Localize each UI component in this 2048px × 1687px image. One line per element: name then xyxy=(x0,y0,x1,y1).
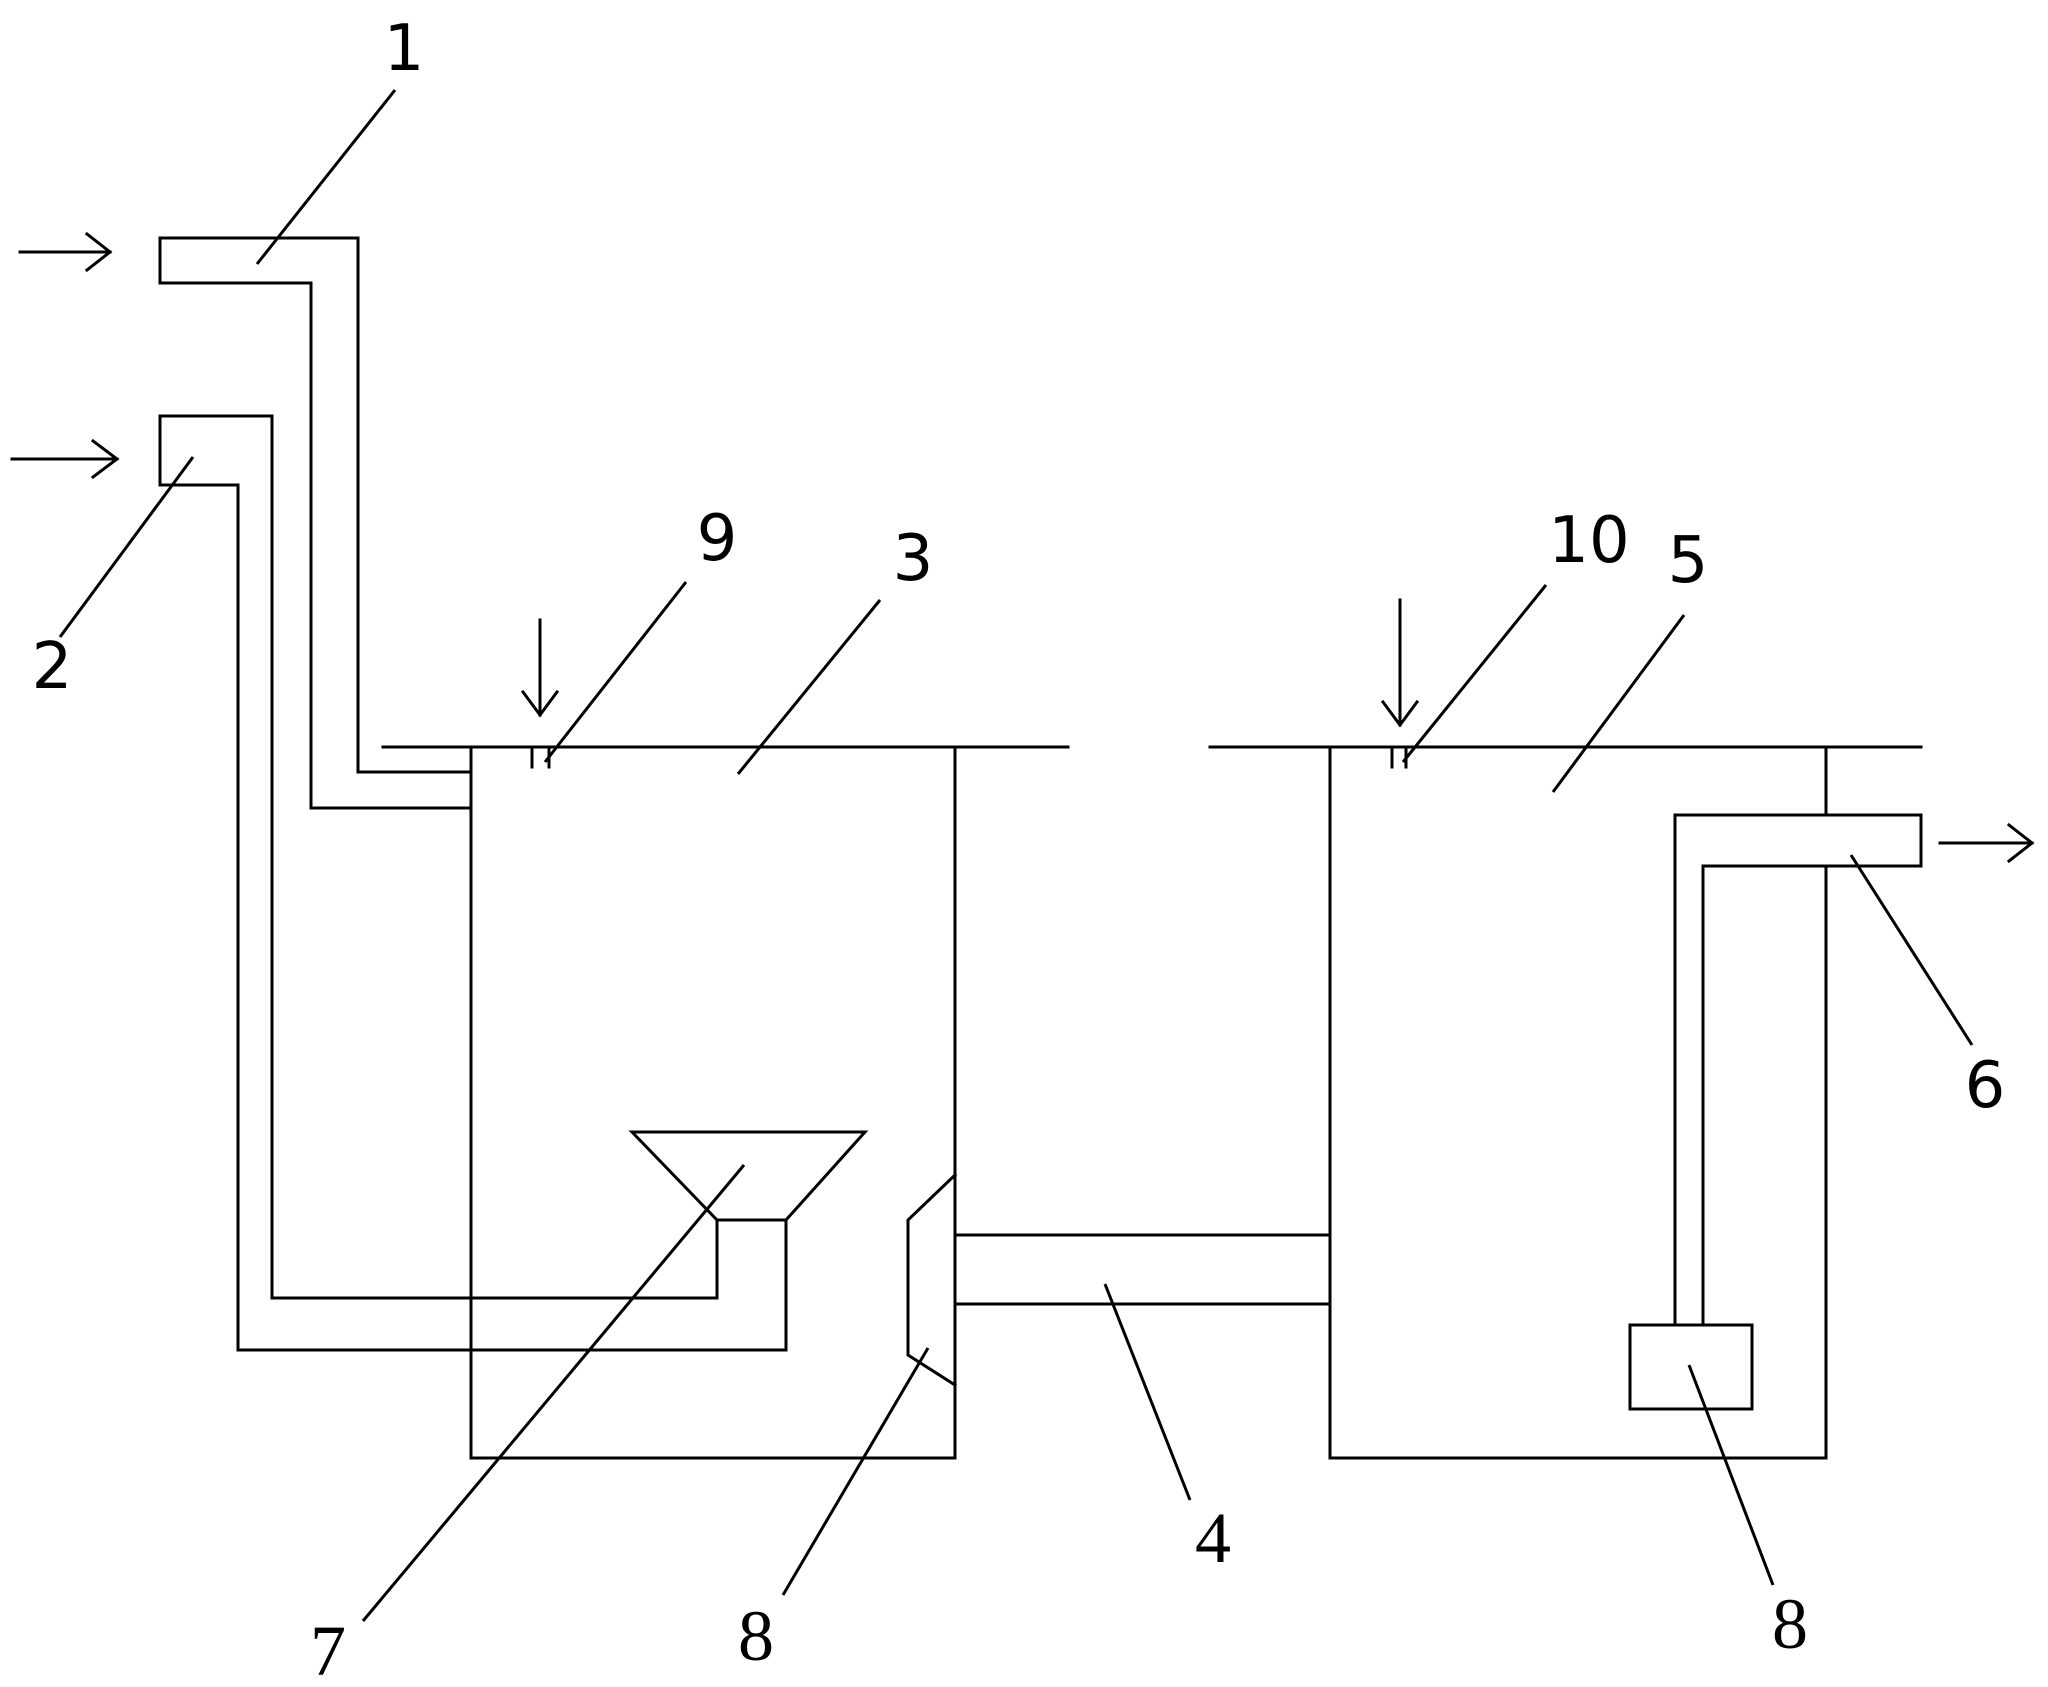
leader-9 xyxy=(543,581,688,763)
pump-8-right xyxy=(1628,1323,1754,1411)
tank-5 xyxy=(1208,745,1923,1460)
leader-8b xyxy=(1687,1364,1775,1586)
label-1: 1 xyxy=(384,12,425,86)
label-9: 9 xyxy=(697,502,738,576)
tank-3 xyxy=(381,745,1070,1460)
label-7: 7 xyxy=(310,1611,346,1687)
inlet-arrow-2-icon xyxy=(10,438,120,480)
label-2: 2 xyxy=(32,630,73,704)
label-6: 6 xyxy=(1965,1049,2006,1123)
leader-8a xyxy=(781,1347,930,1596)
pipe-4 xyxy=(953,1233,1332,1306)
leader-1 xyxy=(255,89,397,265)
inlet-arrow-1-icon xyxy=(18,231,113,273)
leader-4 xyxy=(1103,1283,1192,1501)
leader-2 xyxy=(58,456,195,638)
leader-5 xyxy=(1551,614,1686,793)
outlet-arrow-icon xyxy=(1938,822,2035,864)
leader-3 xyxy=(736,599,882,775)
leader-10 xyxy=(1401,584,1548,763)
label-5: 5 xyxy=(1668,524,1709,598)
label-4: 4 xyxy=(1195,1498,1231,1578)
vent-9 xyxy=(530,745,551,769)
label-8a: 8 xyxy=(738,1596,774,1676)
label-8b: 8 xyxy=(1772,1584,1808,1664)
arrow-down-9-icon xyxy=(520,618,560,718)
pipe-1 xyxy=(158,236,473,810)
arrow-down-10-icon xyxy=(1380,598,1420,728)
label-10: 10 xyxy=(1548,504,1629,578)
leader-7 xyxy=(361,1164,746,1622)
vent-10 xyxy=(1390,745,1408,769)
pipe-2 xyxy=(158,414,788,1352)
pump-8-left xyxy=(906,1172,958,1388)
leader-6 xyxy=(1849,854,1974,1046)
label-3: 3 xyxy=(893,522,934,596)
pipe-6 xyxy=(1673,813,1923,1327)
funnel xyxy=(628,1130,869,1222)
